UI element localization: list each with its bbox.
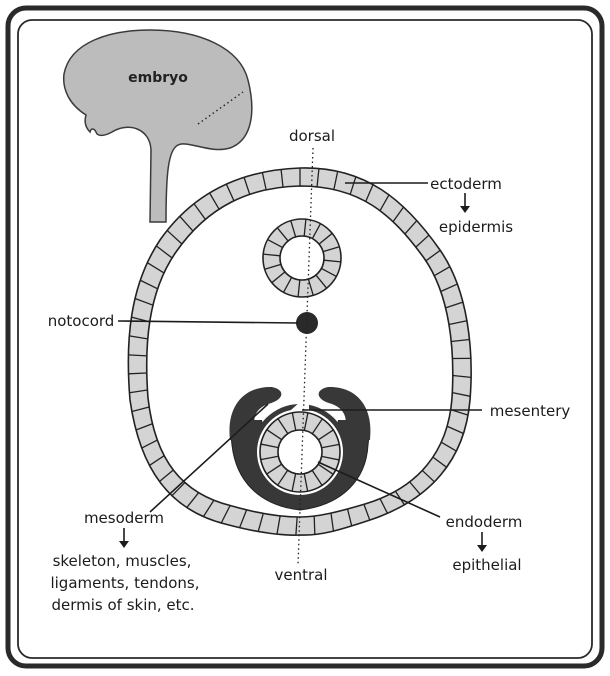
mesoderm-product-line-1: skeleton, muscles, [53, 552, 192, 570]
ectoderm-cell-divider [314, 516, 315, 534]
ectoderm-arrow [460, 193, 470, 213]
epidermis-label: epidermis [439, 218, 513, 236]
notocord-label: notocord [48, 312, 115, 330]
gut-tube [260, 412, 340, 492]
endoderm-label: endoderm [446, 513, 523, 531]
mesoderm-label: mesoderm [84, 509, 164, 527]
mesoderm-product-line-3: dermis of skin, etc. [51, 596, 194, 614]
embryo-label: embryo [128, 70, 188, 86]
mesoderm-product-line-2: ligaments, tendons, [50, 574, 199, 592]
endoderm-arrow [477, 532, 487, 552]
ectoderm-label: ectoderm [430, 175, 502, 193]
mesentery-label: mesentery [490, 402, 571, 420]
ventral-label: ventral [274, 566, 327, 584]
ectoderm-cell-divider [128, 373, 146, 374]
epithelial-label: epithelial [452, 556, 521, 574]
mesoderm-arrow [119, 528, 129, 548]
neural-tube [263, 219, 341, 297]
dorsal-label: dorsal [289, 127, 335, 145]
